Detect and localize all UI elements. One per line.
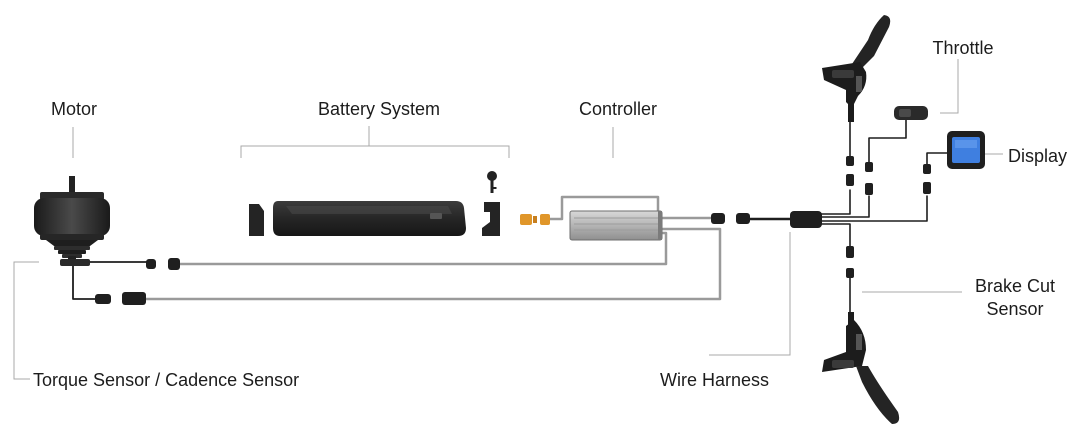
leader-lines <box>13 59 1003 380</box>
throttle-leader <box>940 59 959 114</box>
connector-torque-male <box>146 259 156 269</box>
label-throttle: Throttle <box>932 38 994 58</box>
cable-motor-lead <box>72 261 97 300</box>
sensor-icon <box>60 259 90 266</box>
connector-bottom-brake-a <box>846 246 854 258</box>
cable-harness-display <box>819 195 928 222</box>
battery-mount-icon <box>482 202 500 236</box>
connector-battery-xt60 <box>520 214 550 225</box>
battery-icon <box>273 201 466 236</box>
brake-lever-icon <box>822 15 891 122</box>
connector-motor-male <box>95 294 111 304</box>
connector-motor-female <box>122 292 146 305</box>
cable-battery-to-controller <box>543 195 660 221</box>
connector-throttle-b <box>865 183 873 195</box>
connector-display-b <box>923 182 931 194</box>
connector-top-brake-a <box>846 156 854 166</box>
controller-icon <box>569 210 663 241</box>
display-icon <box>947 131 985 169</box>
wire-harness-hub <box>790 211 822 228</box>
key-icon <box>487 171 497 193</box>
battery-bracket <box>240 126 510 158</box>
cable-motor-to-controller <box>143 227 722 301</box>
motor-icon <box>34 176 110 264</box>
label-torque-cadence-sensor: Torque Sensor / Cadence Sensor <box>33 370 300 390</box>
cable-harness-throttle <box>819 195 870 218</box>
label-motor: Motor <box>50 99 98 119</box>
connector-torque-female <box>168 258 180 270</box>
label-display: Display <box>1008 146 1068 166</box>
connector-top-brake-b <box>846 174 854 186</box>
cable-harness-top-brake <box>819 189 851 215</box>
cable-harness-bottom-brake <box>819 223 851 249</box>
connectors <box>95 156 931 305</box>
label-controller: Controller <box>578 99 658 119</box>
connector-display-a <box>923 164 931 174</box>
label-brake-cut-sensor-line1: Brake Cut <box>974 276 1056 296</box>
connector-throttle-a <box>865 162 873 172</box>
wire-harness-leader <box>709 232 791 356</box>
battery-mount-icon <box>249 204 264 236</box>
cable-torque-to-controller <box>176 231 668 266</box>
label-brake-cut-sensor-line2: Sensor <box>986 299 1044 319</box>
cable-throttle-lead <box>868 119 907 169</box>
label-battery-system: Battery System <box>317 99 441 119</box>
cables <box>72 119 953 319</box>
throttle-icon <box>894 106 928 120</box>
connector-bottom-brake-b <box>846 268 854 278</box>
label-brake-cut-sensor: Brake Cut Sensor <box>975 275 1055 321</box>
label-wire-harness: Wire Harness <box>660 370 770 390</box>
brake-lever-icon <box>822 312 900 424</box>
connector-harness-in <box>736 213 750 224</box>
torque-sensor-leader <box>13 261 39 380</box>
connector-controller-out <box>711 213 725 224</box>
